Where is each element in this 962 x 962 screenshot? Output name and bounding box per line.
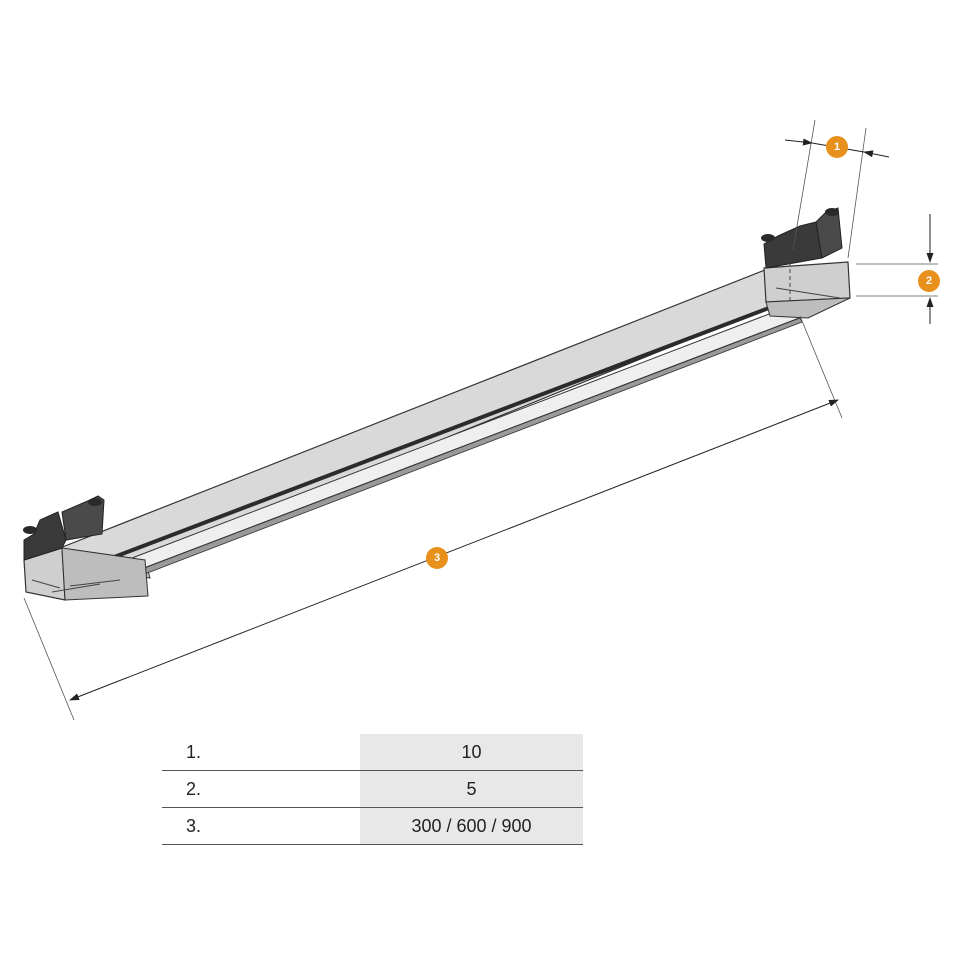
table-row: 1. 10 xyxy=(162,734,583,771)
row-index: 3. xyxy=(162,807,360,845)
table-row: 3. 300 / 600 / 900 xyxy=(162,807,583,845)
rail-body xyxy=(57,267,846,591)
row-value: 10 xyxy=(360,734,583,771)
dimension-3 xyxy=(23,315,843,721)
callout-badge-1: 1 xyxy=(826,136,848,158)
dimension-2 xyxy=(856,214,938,324)
right-bracket xyxy=(761,207,851,319)
row-index: 2. xyxy=(162,770,360,808)
svg-text:1: 1 xyxy=(834,141,840,153)
callout-badge-2: 2 xyxy=(918,270,940,292)
row-value: 5 xyxy=(360,770,583,808)
callout-badge-3: 3 xyxy=(426,547,448,569)
svg-text:2: 2 xyxy=(926,275,932,287)
table-row: 2. 5 xyxy=(162,770,583,808)
svg-text:3: 3 xyxy=(434,552,440,564)
row-value: 300 / 600 / 900 xyxy=(360,807,583,845)
dimension-table: 1. 10 2. 5 3. 300 / 600 / 900 xyxy=(162,734,583,845)
row-index: 1. xyxy=(162,734,360,771)
